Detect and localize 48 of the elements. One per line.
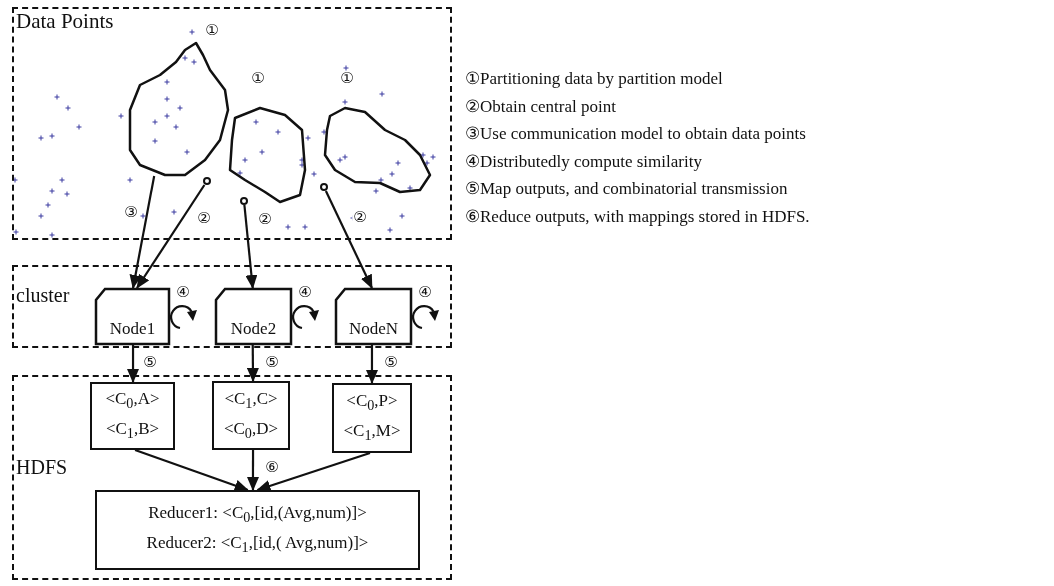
step-marker: ④ xyxy=(298,284,312,300)
arrow xyxy=(127,345,139,383)
arrow xyxy=(247,450,259,491)
step-marker: ① xyxy=(205,22,219,38)
key-value-text: <C$_{0}$,P> xyxy=(346,392,398,414)
arrow xyxy=(366,345,378,384)
key-value-text: <C$_{1}$,M> xyxy=(343,422,401,444)
key-value-text: <C$_{0}$,D> xyxy=(223,419,279,442)
step-marker: ④ xyxy=(418,284,432,300)
arrow xyxy=(134,448,249,492)
cluster-outline xyxy=(230,108,305,202)
node-name: Node2 xyxy=(230,320,277,337)
key-value-text: <C$_{1}$,C> xyxy=(224,389,278,412)
data-box xyxy=(332,383,412,453)
arrow xyxy=(129,175,156,289)
step-description: ⑤Map outputs, and combinatorial transmission xyxy=(465,180,789,199)
dashed-group-frame xyxy=(12,265,452,348)
step-marker: ④ xyxy=(176,284,190,300)
group-title: Data Points xyxy=(16,11,114,32)
data-box xyxy=(212,381,290,450)
step-description: ③Use communication model to obtain data points xyxy=(465,125,807,144)
arrow xyxy=(246,345,259,382)
center-point-circle xyxy=(203,177,211,185)
center-point-circle xyxy=(320,183,328,191)
data-box xyxy=(90,382,175,450)
group-title: HDFS xyxy=(16,457,68,477)
key-value-text: <C$_{1}$,B> xyxy=(105,420,160,442)
step-description: ①Partitioning data by partition model xyxy=(465,70,724,89)
step-description: ④Distributedly compute similarity xyxy=(465,152,703,171)
step-marker: ① xyxy=(251,70,265,86)
step-description: ②Obtain central point xyxy=(465,97,617,116)
node-name: NodeN xyxy=(348,320,399,337)
dashed-group-frame xyxy=(12,375,452,580)
cluster-outline xyxy=(128,42,228,176)
key-value-text: <C$_{0}$,A> xyxy=(105,390,160,412)
cluster-outline xyxy=(323,108,432,193)
step-marker: ① xyxy=(340,70,354,86)
arrow xyxy=(324,190,373,289)
data-box xyxy=(95,490,420,570)
center-point-circle xyxy=(240,197,248,205)
arrow xyxy=(243,204,258,289)
step-description: ⑥Reduce outputs, with mappings stored in HDFS. xyxy=(465,207,810,226)
key-value-text: Reducer1: <C$_{0}$,[id,(Avg,num)]> xyxy=(148,504,367,526)
key-value-text: Reducer2: <C$_{1}$,[id,( Avg,num)]> xyxy=(146,534,369,556)
arrow xyxy=(256,451,371,492)
node-name: Node1 xyxy=(109,320,156,337)
arrow xyxy=(136,184,206,289)
group-title: cluster xyxy=(16,285,70,305)
